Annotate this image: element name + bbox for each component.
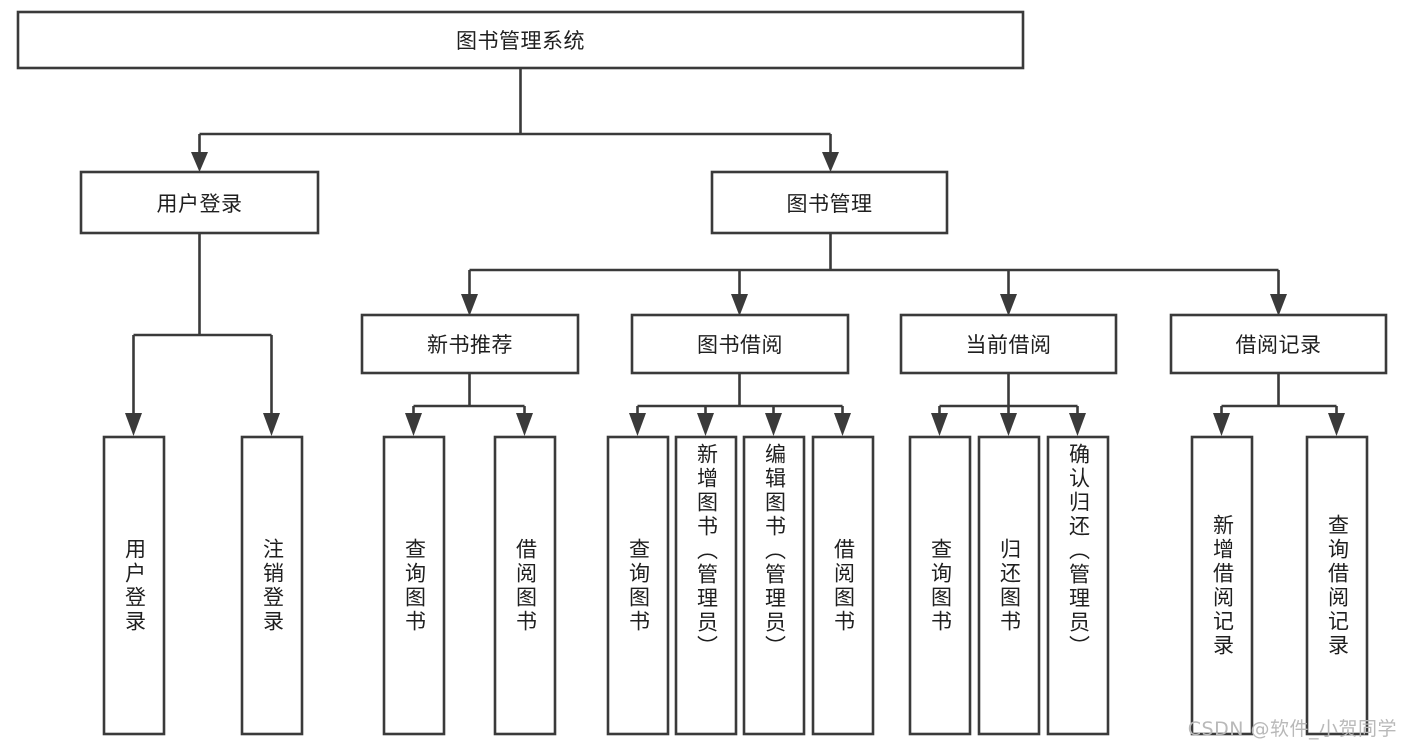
node-box-new-book-recommend[interactable]: [360, 313, 580, 375]
node-box-leaf-confirm-return[interactable]: [1046, 435, 1110, 736]
node-box-book-manage[interactable]: [710, 170, 949, 235]
connector-root-to-level1: [191, 68, 839, 172]
connector-currentborrow-to-leaves: [931, 373, 1086, 436]
node-box-leaf-borrow-book-2[interactable]: [811, 435, 875, 736]
node-box-leaf-query-book-1[interactable]: [382, 435, 446, 736]
connector-bookborrow-to-leaves: [629, 373, 851, 436]
node-box-leaf-add-book[interactable]: [674, 435, 738, 736]
node-box-leaf-query-record[interactable]: [1305, 435, 1369, 736]
node-box-root[interactable]: [16, 10, 1025, 70]
connector-userlogin-to-leaves: [125, 233, 280, 436]
connector-borrowrecord-to-leaves: [1213, 373, 1345, 436]
node-box-user-login[interactable]: [79, 170, 320, 235]
node-box-leaf-edit-book[interactable]: [742, 435, 806, 736]
node-box-book-borrow[interactable]: [630, 313, 850, 375]
node-box-leaf-query-book-3[interactable]: [908, 435, 972, 736]
node-box-borrow-record[interactable]: [1169, 313, 1388, 375]
node-box-leaf-add-record[interactable]: [1190, 435, 1254, 736]
node-box-leaf-logout-login[interactable]: [240, 435, 304, 736]
node-box-current-borrow[interactable]: [899, 313, 1118, 375]
node-box-leaf-user-login[interactable]: [102, 435, 166, 736]
node-box-leaf-query-book-2[interactable]: [606, 435, 670, 736]
node-box-leaf-return-book[interactable]: [977, 435, 1041, 736]
connector-newbook-to-leaves: [405, 373, 533, 436]
connector-bookmanage-to-level2: [461, 233, 1287, 316]
node-box-leaf-borrow-book-1[interactable]: [493, 435, 557, 736]
